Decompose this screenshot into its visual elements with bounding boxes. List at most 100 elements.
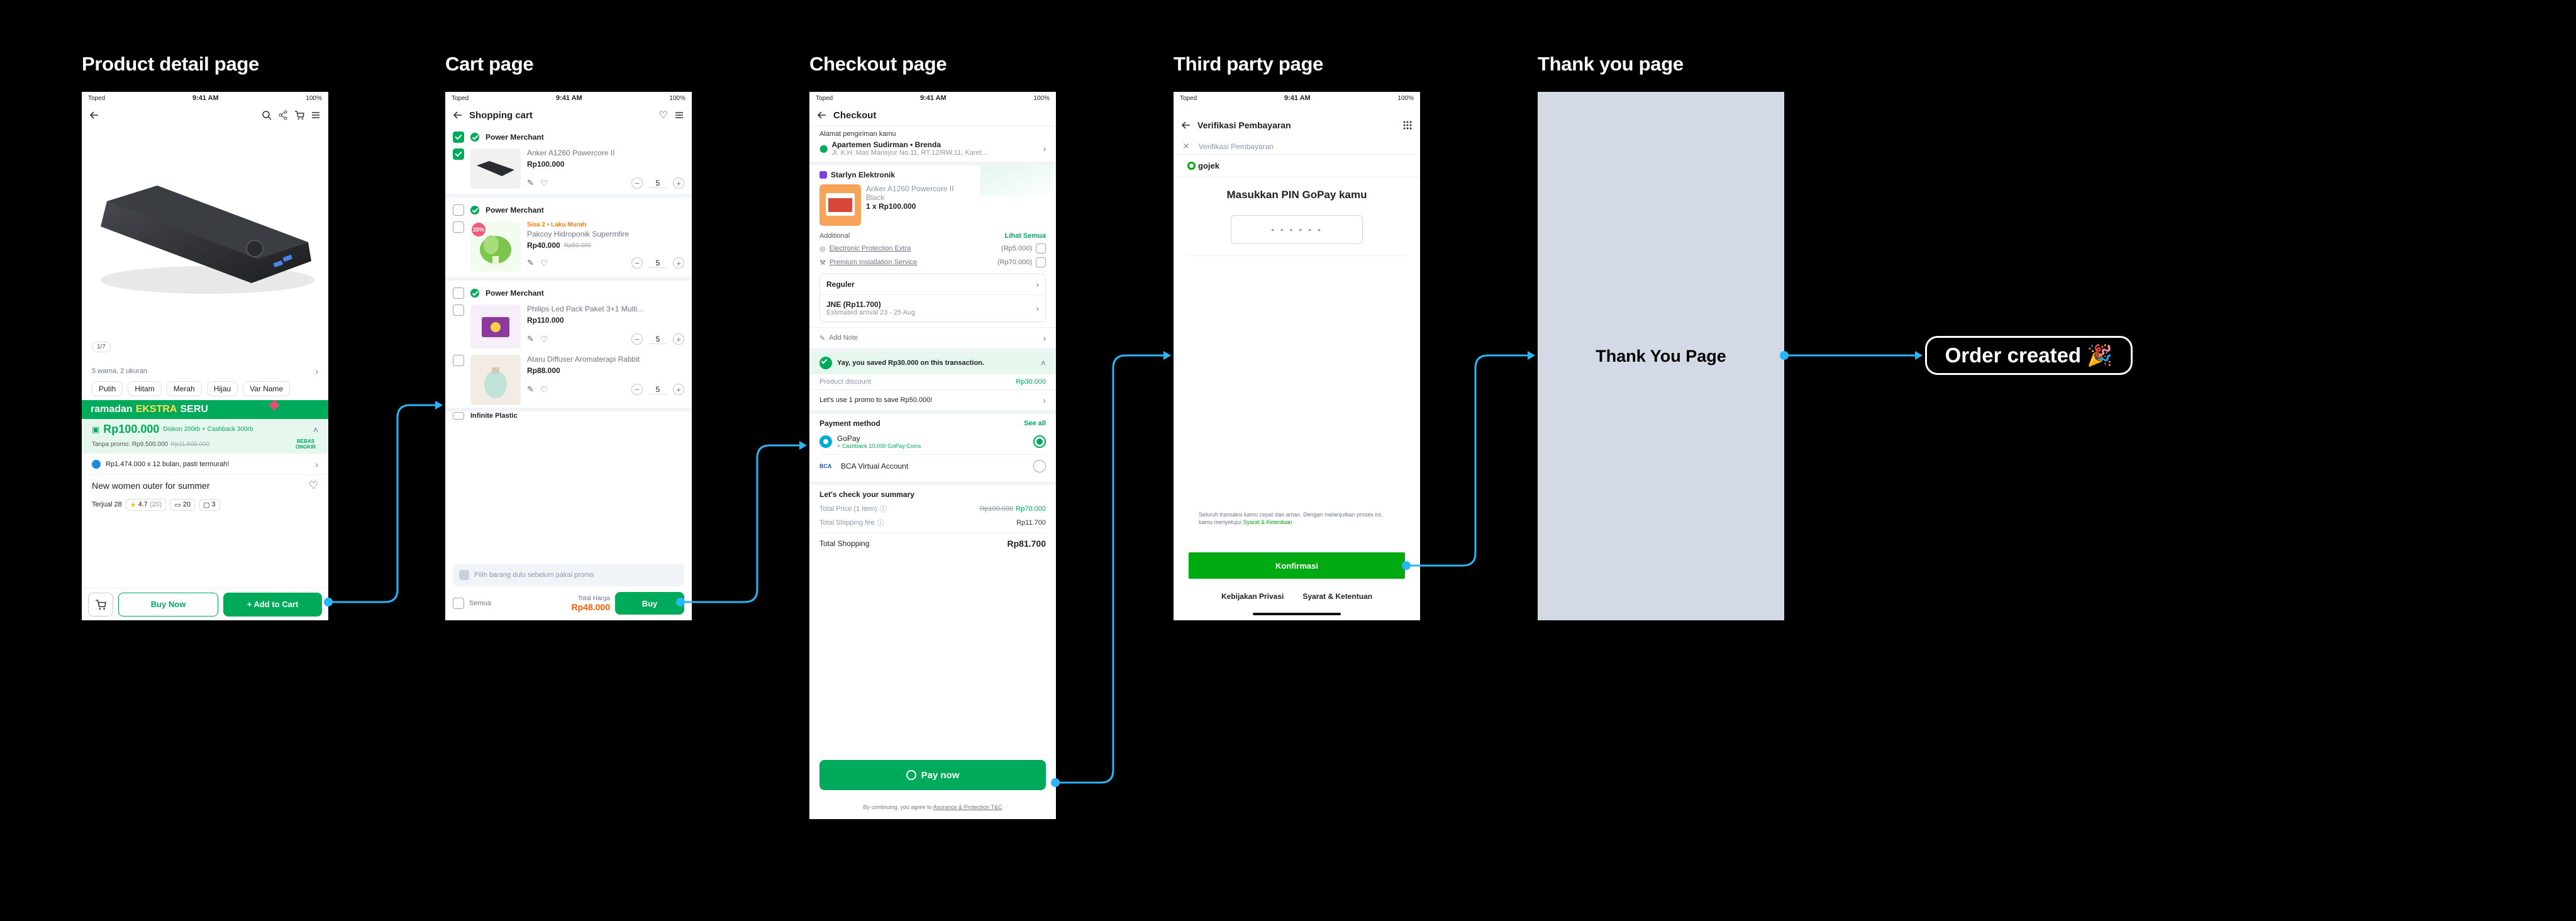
quantity-value[interactable]: 5 bbox=[649, 385, 667, 394]
quantity-stepper[interactable]: −5 + bbox=[631, 333, 684, 345]
installment-row[interactable]: Rp1.474.000 x 12 bulan, pasti termurah! … bbox=[82, 454, 328, 475]
quantity-stepper[interactable]: −5 + bbox=[631, 257, 684, 269]
wishlist-heart-icon[interactable]: ♡ bbox=[308, 479, 318, 491]
item-name[interactable]: Anker A1260 Powercore II bbox=[527, 148, 615, 157]
bca-option[interactable]: BCA BCA Virtual Account bbox=[819, 460, 1046, 472]
wishlist-heart-icon[interactable]: ♡ bbox=[540, 257, 548, 268]
item-name[interactable]: Ataru Diffuser Aromaterapi Rabbit bbox=[527, 355, 640, 364]
divider bbox=[809, 410, 1056, 414]
shop-checkbox[interactable] bbox=[453, 131, 464, 143]
cart-icon[interactable] bbox=[294, 110, 304, 120]
chevron-up-icon[interactable]: ˄ bbox=[313, 424, 318, 435]
terms-link[interactable]: Asurance & Protection T&C bbox=[933, 804, 1002, 810]
disclaimer-link[interactable]: Syarat & Ketentuan bbox=[1243, 519, 1292, 525]
add-note-row[interactable]: ✎ Add Note › bbox=[809, 327, 1056, 348]
item-checkbox[interactable] bbox=[453, 304, 464, 316]
variant-chip[interactable]: Hitam bbox=[128, 381, 162, 396]
item-thumbnail[interactable] bbox=[819, 184, 861, 226]
courier-row[interactable]: JNE (Rp11.700) Estimated arrival 23 - 25… bbox=[820, 295, 1045, 321]
plus-icon[interactable]: + bbox=[673, 384, 684, 395]
plus-icon[interactable]: + bbox=[673, 177, 684, 189]
note-icon[interactable]: ✎ bbox=[527, 258, 534, 267]
photo-badge[interactable]: ▭20 bbox=[170, 498, 196, 511]
shipping-type-row[interactable]: Reguler › bbox=[820, 274, 1045, 295]
quantity-value[interactable]: 5 bbox=[649, 179, 667, 188]
wishlist-heart-icon[interactable]: ♡ bbox=[658, 110, 668, 121]
shop-checkbox[interactable] bbox=[453, 412, 464, 420]
installation-label[interactable]: Premium Installation Service bbox=[829, 259, 918, 266]
quantity-value[interactable]: 5 bbox=[649, 259, 667, 268]
item-checkbox[interactable] bbox=[453, 221, 464, 233]
gopay-radio[interactable] bbox=[1033, 435, 1046, 448]
grid-icon[interactable] bbox=[1402, 120, 1413, 130]
wishlist-heart-icon[interactable]: ♡ bbox=[540, 384, 548, 394]
product-image[interactable]: 1/7 bbox=[82, 126, 328, 365]
item-thumbnail[interactable]: 20% bbox=[470, 221, 521, 272]
back-arrow-icon[interactable] bbox=[453, 110, 463, 120]
variant-chip[interactable]: Merah bbox=[166, 381, 202, 396]
variant-chip[interactable]: Putih bbox=[92, 381, 123, 396]
share-icon[interactable] bbox=[278, 110, 288, 120]
note-icon[interactable]: ✎ bbox=[527, 384, 534, 394]
minus-icon[interactable]: − bbox=[631, 177, 643, 189]
shipping-type: Reguler bbox=[826, 280, 855, 289]
item-thumbnail[interactable] bbox=[470, 304, 521, 349]
info-icon[interactable]: ⓘ bbox=[877, 520, 884, 527]
minus-icon[interactable]: − bbox=[631, 257, 643, 269]
pin-input[interactable]: • • • • • • bbox=[1231, 215, 1363, 244]
quantity-stepper[interactable]: −5 + bbox=[631, 177, 684, 189]
savings-banner[interactable]: Yay, you saved Rp30.000 on this transact… bbox=[809, 352, 1056, 374]
buy-now-button[interactable]: Buy Now bbox=[118, 592, 218, 617]
cart-shortcut-button[interactable] bbox=[88, 592, 113, 617]
confirm-button[interactable]: Konfirmasi bbox=[1189, 552, 1405, 579]
promo-row[interactable]: Let's use 1 promo to save Rp50.000! › bbox=[809, 390, 1056, 410]
item-thumbnail[interactable] bbox=[470, 355, 521, 405]
note-icon[interactable]: ✎ bbox=[527, 334, 534, 343]
select-all-checkbox[interactable] bbox=[453, 598, 464, 609]
see-all-additional-link[interactable]: Lihat Semua bbox=[1004, 232, 1046, 240]
gopay-option[interactable]: GoPay + Cashback 10.000 GoPay Coins bbox=[819, 434, 1046, 455]
installation-checkbox[interactable] bbox=[1036, 257, 1046, 267]
wishlist-heart-icon[interactable]: ♡ bbox=[540, 177, 548, 188]
plus-icon[interactable]: + bbox=[673, 333, 684, 345]
item-name[interactable]: Pakcoy Hidroponik Supermfire bbox=[527, 230, 630, 238]
back-arrow-icon[interactable] bbox=[1181, 120, 1191, 130]
minus-icon[interactable]: − bbox=[631, 333, 643, 345]
item-checkbox[interactable] bbox=[453, 148, 464, 160]
minus-icon[interactable]: − bbox=[631, 384, 643, 395]
payment-see-all-link[interactable]: See all bbox=[1024, 420, 1046, 427]
search-icon[interactable] bbox=[262, 110, 272, 120]
variant-chip[interactable]: Hijau bbox=[206, 381, 238, 396]
shop-checkbox[interactable] bbox=[453, 204, 464, 216]
item-name[interactable]: Philips Led Pack Paket 3+1 Multi... bbox=[527, 304, 644, 313]
info-icon[interactable]: ⓘ bbox=[879, 506, 887, 513]
menu-icon[interactable] bbox=[311, 110, 321, 120]
menu-icon[interactable] bbox=[674, 110, 684, 120]
shop-checkbox[interactable] bbox=[453, 287, 464, 299]
divider bbox=[809, 348, 1056, 352]
back-arrow-icon[interactable] bbox=[89, 110, 99, 120]
item-thumbnail[interactable] bbox=[470, 148, 521, 189]
plus-icon[interactable]: + bbox=[673, 257, 684, 269]
variant-summary-row[interactable]: 5 warna, 2 ukuran › bbox=[82, 365, 328, 377]
back-arrow-icon[interactable] bbox=[817, 110, 827, 120]
address-block[interactable]: Alamat pengiriman kamu ⬤ Apartemen Sudir… bbox=[809, 126, 1056, 162]
add-to-cart-button[interactable]: + Add to Cart bbox=[223, 592, 322, 617]
quantity-stepper[interactable]: −5 + bbox=[631, 384, 684, 395]
quantity-value[interactable]: 5 bbox=[649, 335, 667, 344]
protection-checkbox[interactable] bbox=[1036, 243, 1046, 254]
terms-link[interactable]: Syarat & Ketentuan bbox=[1302, 592, 1373, 601]
promo-hint-bar[interactable]: Pilih barang dulu sebelum pakai promo bbox=[453, 564, 684, 586]
variant-chip[interactable]: Var Name bbox=[243, 381, 291, 396]
discussion-badge[interactable]: ▢3 bbox=[199, 498, 220, 511]
pay-now-button[interactable]: Pay now bbox=[819, 760, 1046, 790]
wishlist-heart-icon[interactable]: ♡ bbox=[540, 333, 548, 344]
privacy-link[interactable]: Kebijakan Privasi bbox=[1221, 592, 1284, 601]
bca-radio[interactable] bbox=[1033, 460, 1046, 472]
item-checkbox[interactable] bbox=[453, 355, 464, 366]
close-icon[interactable]: ✕ bbox=[1182, 141, 1190, 151]
note-icon[interactable]: ✎ bbox=[527, 178, 534, 187]
protection-label[interactable]: Electronic Protection Extra bbox=[829, 245, 911, 252]
rating-badge[interactable]: ★4.7(20) bbox=[125, 498, 167, 511]
buy-button[interactable]: Buy bbox=[615, 592, 684, 615]
